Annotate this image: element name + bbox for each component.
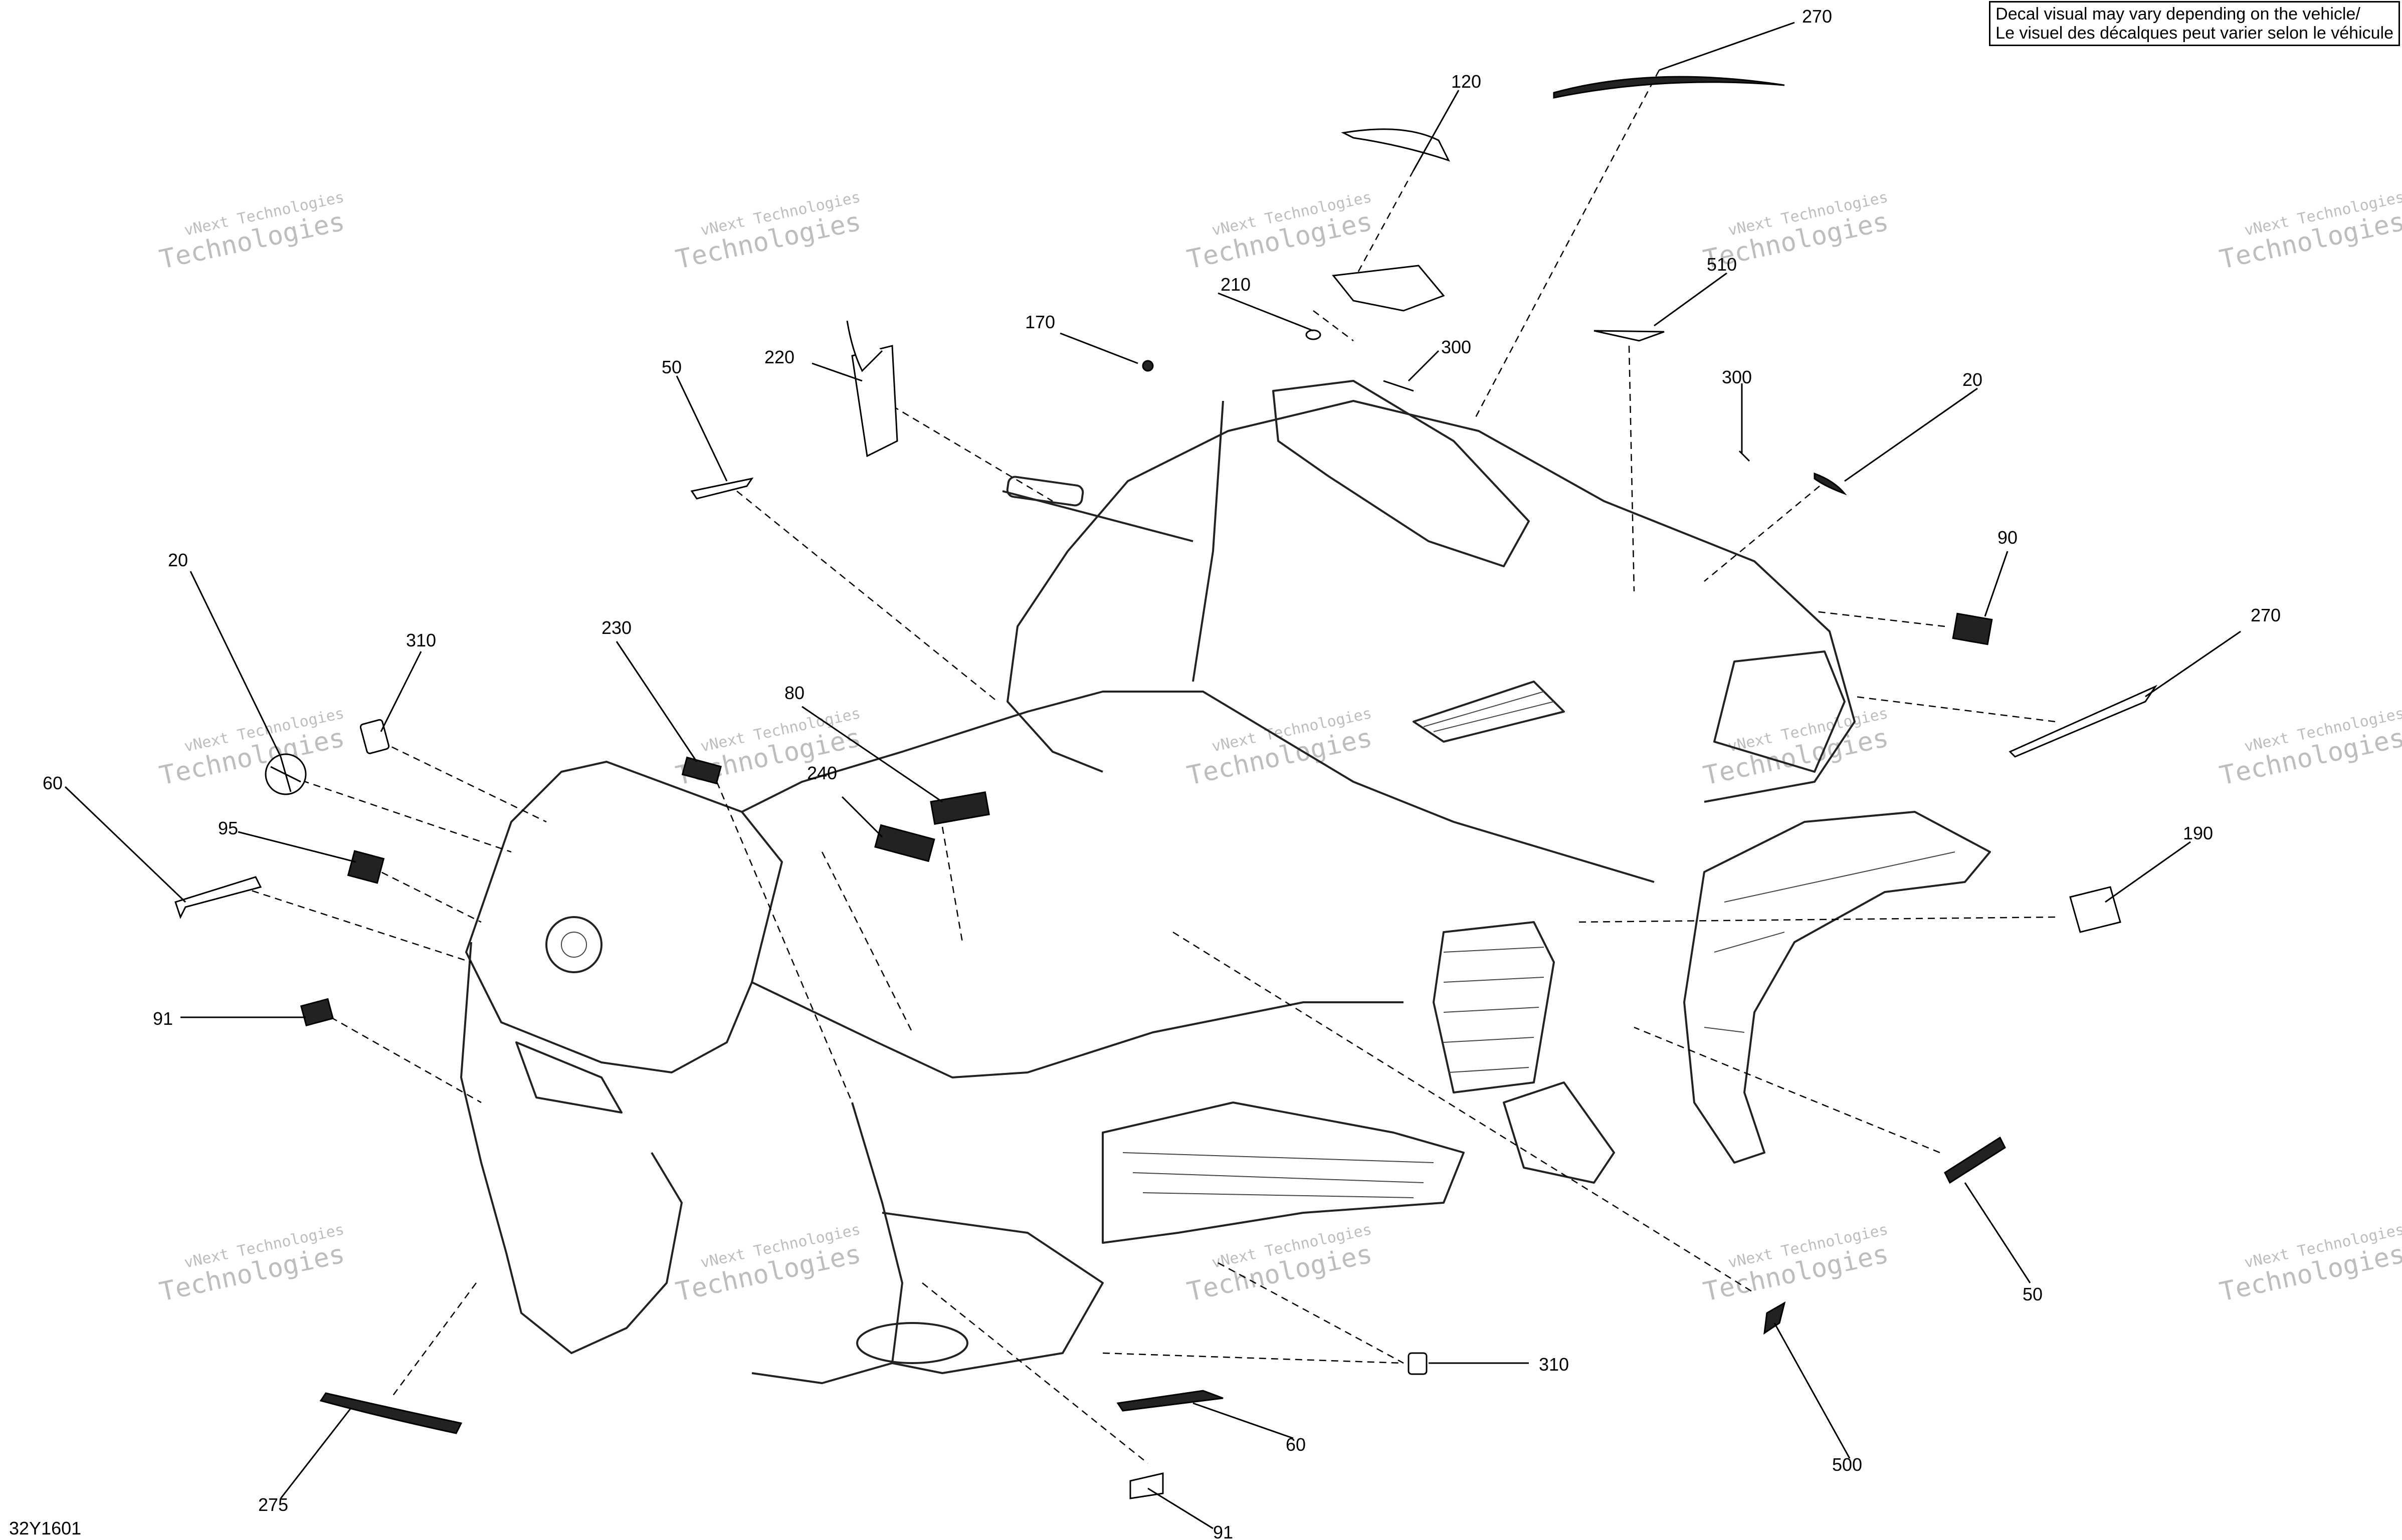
callout-20-right: 20	[1962, 369, 1982, 390]
decal-60-left	[174, 876, 262, 919]
callout-240: 240	[807, 763, 837, 783]
callout-95: 95	[218, 818, 238, 838]
decal-270-right	[2009, 685, 2158, 758]
handlebar-grip	[1006, 476, 1084, 507]
side-grille	[1433, 921, 1555, 1093]
decal-variation-note: Decal visual may vary depending on the v…	[1989, 1, 2400, 46]
callout-91-bottom: 91	[1213, 1522, 1233, 1540]
decal-190	[2069, 886, 2121, 933]
callout-80: 80	[784, 683, 805, 703]
callout-270-right: 270	[2251, 605, 2281, 625]
decal-210-cover	[1332, 265, 1445, 312]
decal-60-bottom	[1116, 1390, 1224, 1412]
callout-220: 220	[764, 347, 794, 367]
callout-50-left: 50	[662, 357, 682, 377]
callout-500: 500	[1832, 1454, 1862, 1475]
windshield-frame	[1272, 380, 1530, 567]
decal-50-right	[1944, 1136, 2006, 1184]
decal-95	[347, 850, 385, 884]
callout-50-right: 50	[2023, 1284, 2043, 1304]
decal-310-bottom	[1408, 1352, 1428, 1375]
decal-210	[1305, 329, 1321, 340]
callout-170: 170	[1025, 312, 1055, 332]
decal-170	[1142, 360, 1154, 372]
front-fender	[1683, 811, 1991, 1164]
callout-60-left: 60	[43, 773, 63, 793]
decal-240	[874, 824, 935, 862]
callout-300-top: 300	[1441, 337, 1471, 357]
decal-300-right	[1738, 450, 1750, 462]
front-grille-upper	[1413, 681, 1565, 743]
callout-310-bottom: 310	[1539, 1354, 1569, 1375]
callout-275: 275	[258, 1494, 288, 1515]
callout-labels: 270 120 210 170 300 510 300 20 90 270 22…	[43, 6, 2281, 1540]
decal-510	[1593, 330, 1665, 342]
rear-light	[515, 1041, 623, 1114]
note-line-french: Le visuel des décalques peut varier selo…	[1995, 24, 2393, 43]
callout-20-left: 20	[168, 550, 188, 570]
decal-91-left	[300, 998, 334, 1027]
decal-230	[681, 756, 722, 785]
note-line-english: Decal visual may vary depending on the v…	[1995, 5, 2360, 24]
callout-300-right: 300	[1722, 367, 1752, 387]
decal-270-top	[1553, 76, 1785, 99]
decal-310-left	[359, 719, 390, 754]
callout-510: 510	[1707, 254, 1737, 275]
leader-lines	[64, 22, 2241, 1529]
decal-275	[319, 1392, 463, 1434]
rear-emblem	[545, 916, 603, 973]
decal-120	[1341, 128, 1450, 162]
decal-50-left	[690, 477, 754, 500]
callout-120: 120	[1451, 71, 1481, 92]
vehicle-body	[460, 380, 1991, 1384]
callout-91-left: 91	[153, 1008, 173, 1029]
decal-90	[1952, 612, 1993, 645]
decal-300-top	[1383, 380, 1414, 392]
decal-220-tie	[846, 320, 883, 372]
callout-230: 230	[602, 617, 632, 638]
callout-60-bottom: 60	[1286, 1434, 1306, 1455]
decal-500	[1763, 1301, 1786, 1335]
callout-310-left: 310	[406, 630, 436, 650]
side-light	[856, 1322, 968, 1364]
callout-190: 190	[2183, 823, 2213, 843]
decal-80	[930, 791, 990, 825]
callout-90: 90	[1997, 527, 2018, 548]
decals	[174, 76, 2158, 1499]
reference-lines	[240, 70, 2056, 1464]
footrest	[1102, 1102, 1465, 1244]
headlight	[1713, 650, 1846, 773]
drawing-id: 32Y1601	[9, 1518, 82, 1538]
callout-270-top: 270	[1802, 6, 1832, 27]
decal-20-right	[1814, 472, 1847, 496]
callout-210: 210	[1221, 274, 1251, 295]
